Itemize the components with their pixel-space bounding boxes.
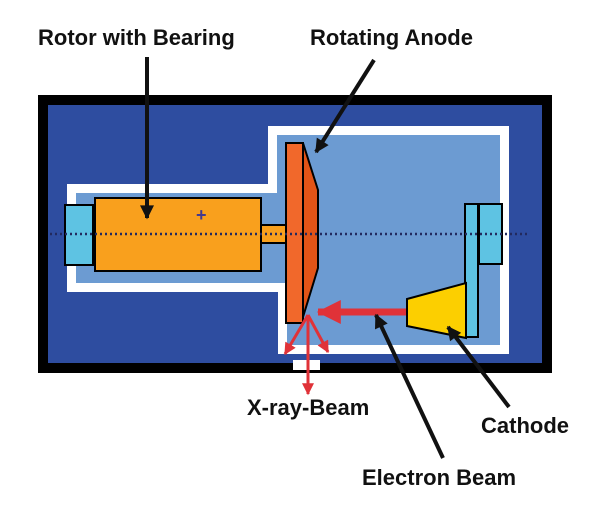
rotor-label: Rotor with Bearing (38, 25, 235, 50)
cathode-focusing-cup (406, 281, 467, 340)
electron-beam-label: Electron Beam (362, 465, 517, 490)
cathode-support (464, 203, 479, 338)
cathode-label: Cathode (481, 413, 569, 438)
electron-beam-label-arrow (374, 313, 445, 459)
cathode-label-arrow (446, 325, 511, 409)
anode-label-arrow (314, 58, 376, 154)
rotating-anode-label: Rotating Anode (310, 25, 473, 50)
rotor-polarity-plus: + (196, 205, 207, 225)
anode-shaft (260, 224, 288, 244)
xray-beam-label: X-ray-Beam (247, 395, 370, 420)
xray-ray-left (283, 314, 310, 356)
xray-ray-right (306, 314, 330, 354)
bearing-end-cap (64, 204, 94, 266)
anode-bevel-focal-track (302, 142, 319, 318)
